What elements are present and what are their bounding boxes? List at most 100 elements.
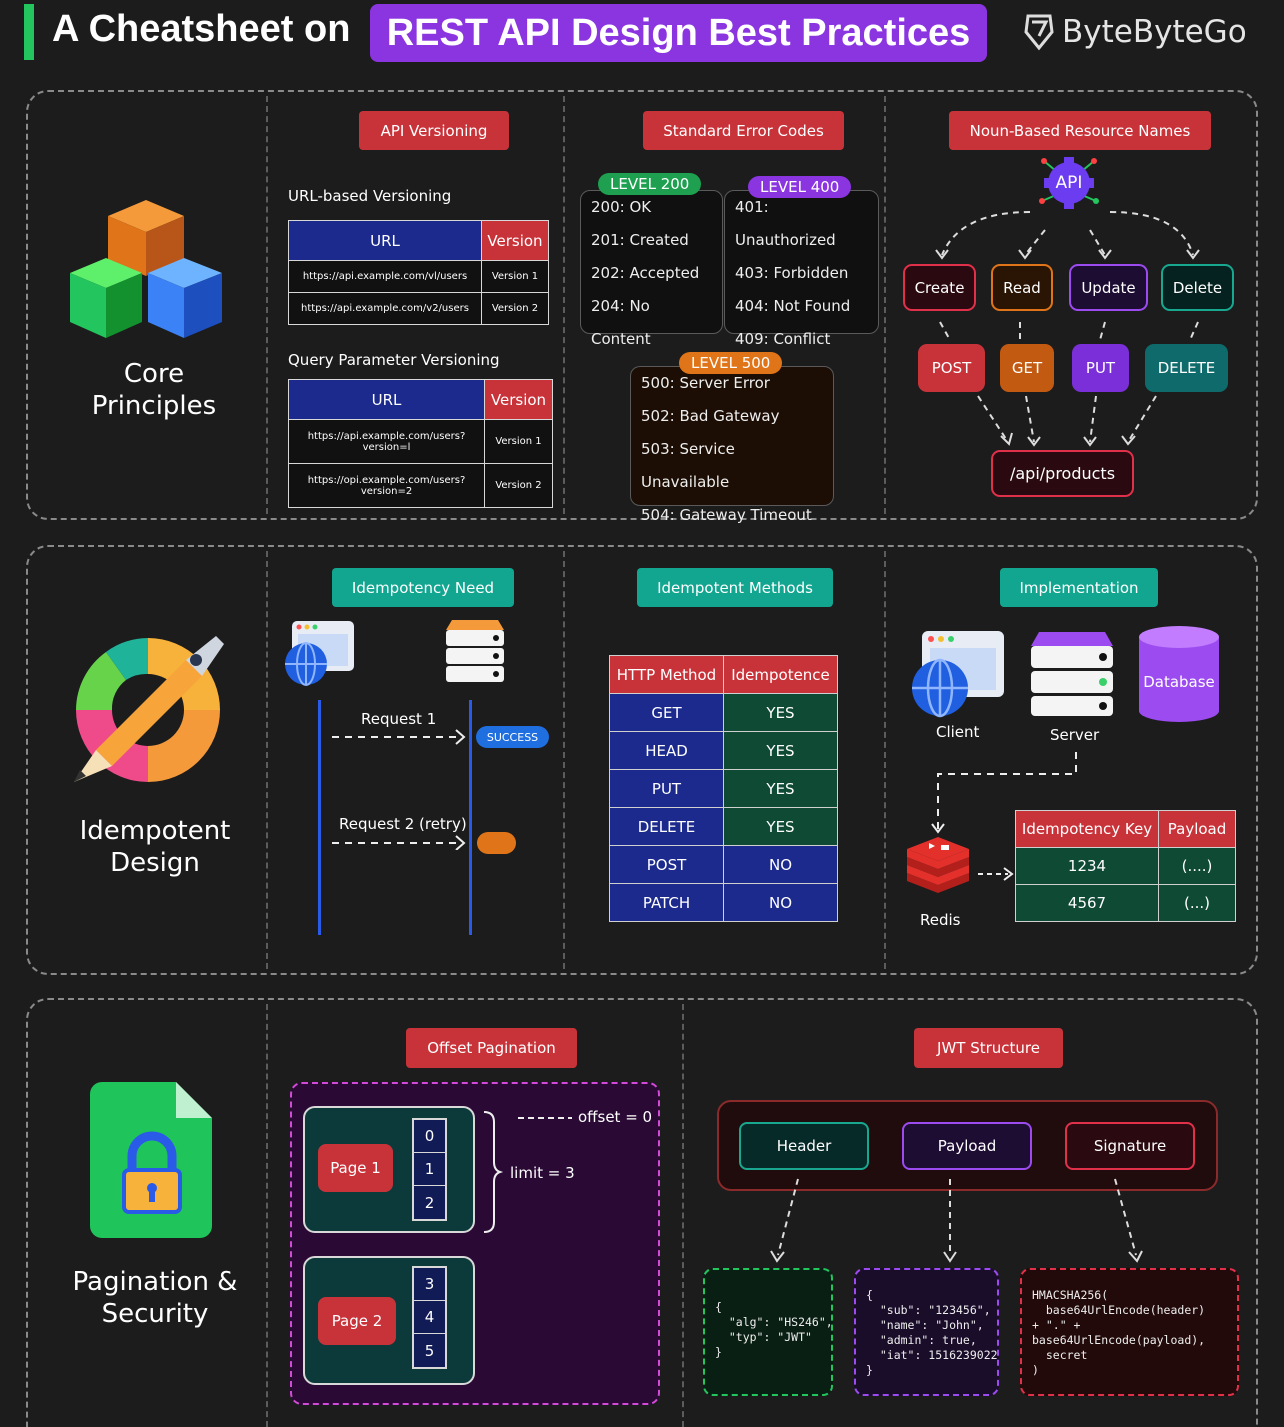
url-versioning-heading: URL-based Versioning xyxy=(288,187,452,205)
table-cell: https://api.example.com/users?version=l xyxy=(288,419,485,464)
verb-post: POST xyxy=(918,344,985,392)
divider xyxy=(682,1004,684,1427)
page-title-highlight-text: REST API Design Best Practices xyxy=(386,11,971,54)
offset-pagination-badge: Offset Pagination xyxy=(406,1028,577,1068)
table-cell: Version 2 xyxy=(481,292,549,325)
section-title-pagination: Pagination & Security xyxy=(72,1267,238,1329)
idempotency-need-badge: Idempotency Need xyxy=(332,568,514,607)
limit-brace xyxy=(483,1111,572,1233)
table-header: Version xyxy=(484,379,553,420)
code-item: 504: Gateway Timeout xyxy=(641,506,812,524)
divider xyxy=(266,551,268,969)
table-header: URL xyxy=(288,220,482,261)
table-cell: Version 1 xyxy=(484,419,553,464)
table-header: Version xyxy=(481,220,549,261)
error-codes-badge: Standard Error Codes xyxy=(643,111,844,150)
page-2-items: 3 4 5 xyxy=(412,1266,447,1369)
table-cell: 4567 xyxy=(1015,884,1159,922)
client-browser-icon xyxy=(284,620,356,686)
limit-label: limit = 3 xyxy=(510,1164,575,1182)
method-cell: POST xyxy=(609,845,724,884)
divider xyxy=(884,96,886,514)
server-icon xyxy=(1029,630,1115,718)
code-item: 202: Accepted xyxy=(591,264,700,282)
redis-label: Redis xyxy=(920,911,961,929)
table-cell: (....) xyxy=(1158,847,1236,885)
brand-name: ByteByteGo xyxy=(1062,14,1247,50)
section-title-core: Core Principles xyxy=(91,359,217,421)
method-cell: PUT xyxy=(609,769,724,808)
page-title: A Cheatsheet on xyxy=(52,8,351,50)
table-cell: (...) xyxy=(1158,884,1236,922)
idempotence-cell: YES xyxy=(723,693,838,732)
section-title-idempotent: Idempotent Design xyxy=(79,816,231,878)
level-200-label: LEVEL 200 xyxy=(598,173,702,195)
table-header: HTTP Method xyxy=(609,655,724,694)
divider xyxy=(884,551,886,969)
code-item: 502: Bad Gateway xyxy=(641,407,780,425)
success-pill: SUCCESS xyxy=(476,726,549,748)
database-icon xyxy=(1138,625,1220,723)
idempotent-methods-badge: Idempotent Methods xyxy=(637,568,833,607)
client-icon xyxy=(910,630,1006,718)
page-1-button[interactable]: Page 1 xyxy=(318,1144,393,1192)
code-item: 201: Created xyxy=(591,231,689,249)
idempotence-cell: NO xyxy=(723,845,838,884)
api-label: API xyxy=(1055,173,1083,193)
redis-icon xyxy=(905,835,971,899)
code-item: 204: No Content xyxy=(591,297,651,348)
table-header: URL xyxy=(288,379,485,420)
database-label: Database xyxy=(1143,673,1215,691)
page-2-button[interactable]: Page 2 xyxy=(318,1297,396,1345)
success-label: SUCCESS xyxy=(486,730,539,744)
level-500-label: LEVEL 500 xyxy=(679,352,783,374)
api-gear-icon xyxy=(1036,155,1102,213)
verb-delete: DELETE xyxy=(1145,344,1228,392)
request-2-label: Request 2 (retry) xyxy=(339,815,467,833)
jwt-payload-json: { "sub": "123456", "name": "John", "admi… xyxy=(854,1268,999,1396)
item-index: 4 xyxy=(414,1301,445,1334)
title-accent-bar xyxy=(24,4,34,60)
retry-result-pill xyxy=(477,832,516,854)
offset-label: offset = 0 xyxy=(578,1108,653,1126)
resource-connectors xyxy=(935,211,1200,447)
jwt-structure-badge: JWT Structure xyxy=(914,1028,1063,1068)
client-label: Client xyxy=(936,723,980,741)
jwt-header-json: { "alg": "HS246", "typ": "JWT" } xyxy=(703,1268,833,1396)
cubes-icon xyxy=(66,196,226,346)
method-cell: DELETE xyxy=(609,807,724,846)
idempotence-cell: NO xyxy=(723,883,838,922)
item-index: 1 xyxy=(414,1153,445,1186)
jwt-payload-part: Payload xyxy=(902,1122,1032,1170)
table-header: Idempotency Key xyxy=(1015,810,1159,848)
code-item: 404: Not Found xyxy=(735,297,851,315)
table-header: Idempotence xyxy=(723,655,838,694)
locked-file-icon xyxy=(90,1080,214,1240)
table-cell: https://opi.example.com/users?version=2 xyxy=(288,463,485,508)
idempotence-cell: YES xyxy=(723,769,838,808)
bytebytego-logo-icon xyxy=(1022,12,1056,52)
idempotent-design-panel xyxy=(26,545,1258,975)
jwt-header-part: Header xyxy=(739,1122,869,1170)
table-cell: https://api.example.com/v2/users xyxy=(288,292,482,325)
redis-to-table-arrow xyxy=(978,867,1014,881)
table-cell: 1234 xyxy=(1015,847,1159,885)
pen-palette-icon xyxy=(66,630,230,790)
server-to-redis-connector xyxy=(931,752,1077,834)
code-item: 500: Server Error xyxy=(641,374,770,392)
item-index: 5 xyxy=(424,1341,435,1360)
page-1-items: 0 1 2 xyxy=(412,1118,447,1221)
request-arrows xyxy=(332,729,466,850)
jwt-signature-code: HMACSHA256( base64UrlEncode(header) + ".… xyxy=(1020,1268,1239,1396)
crud-read: Read xyxy=(991,264,1053,311)
verb-put: PUT xyxy=(1072,344,1129,392)
resource-names-badge: Noun-Based Resource Names xyxy=(949,111,1211,150)
query-versioning-heading: Query Parameter Versioning xyxy=(288,351,500,369)
item-index: 3 xyxy=(414,1268,445,1301)
request-1-label: Request 1 xyxy=(361,710,437,728)
method-cell: HEAD xyxy=(609,731,724,770)
